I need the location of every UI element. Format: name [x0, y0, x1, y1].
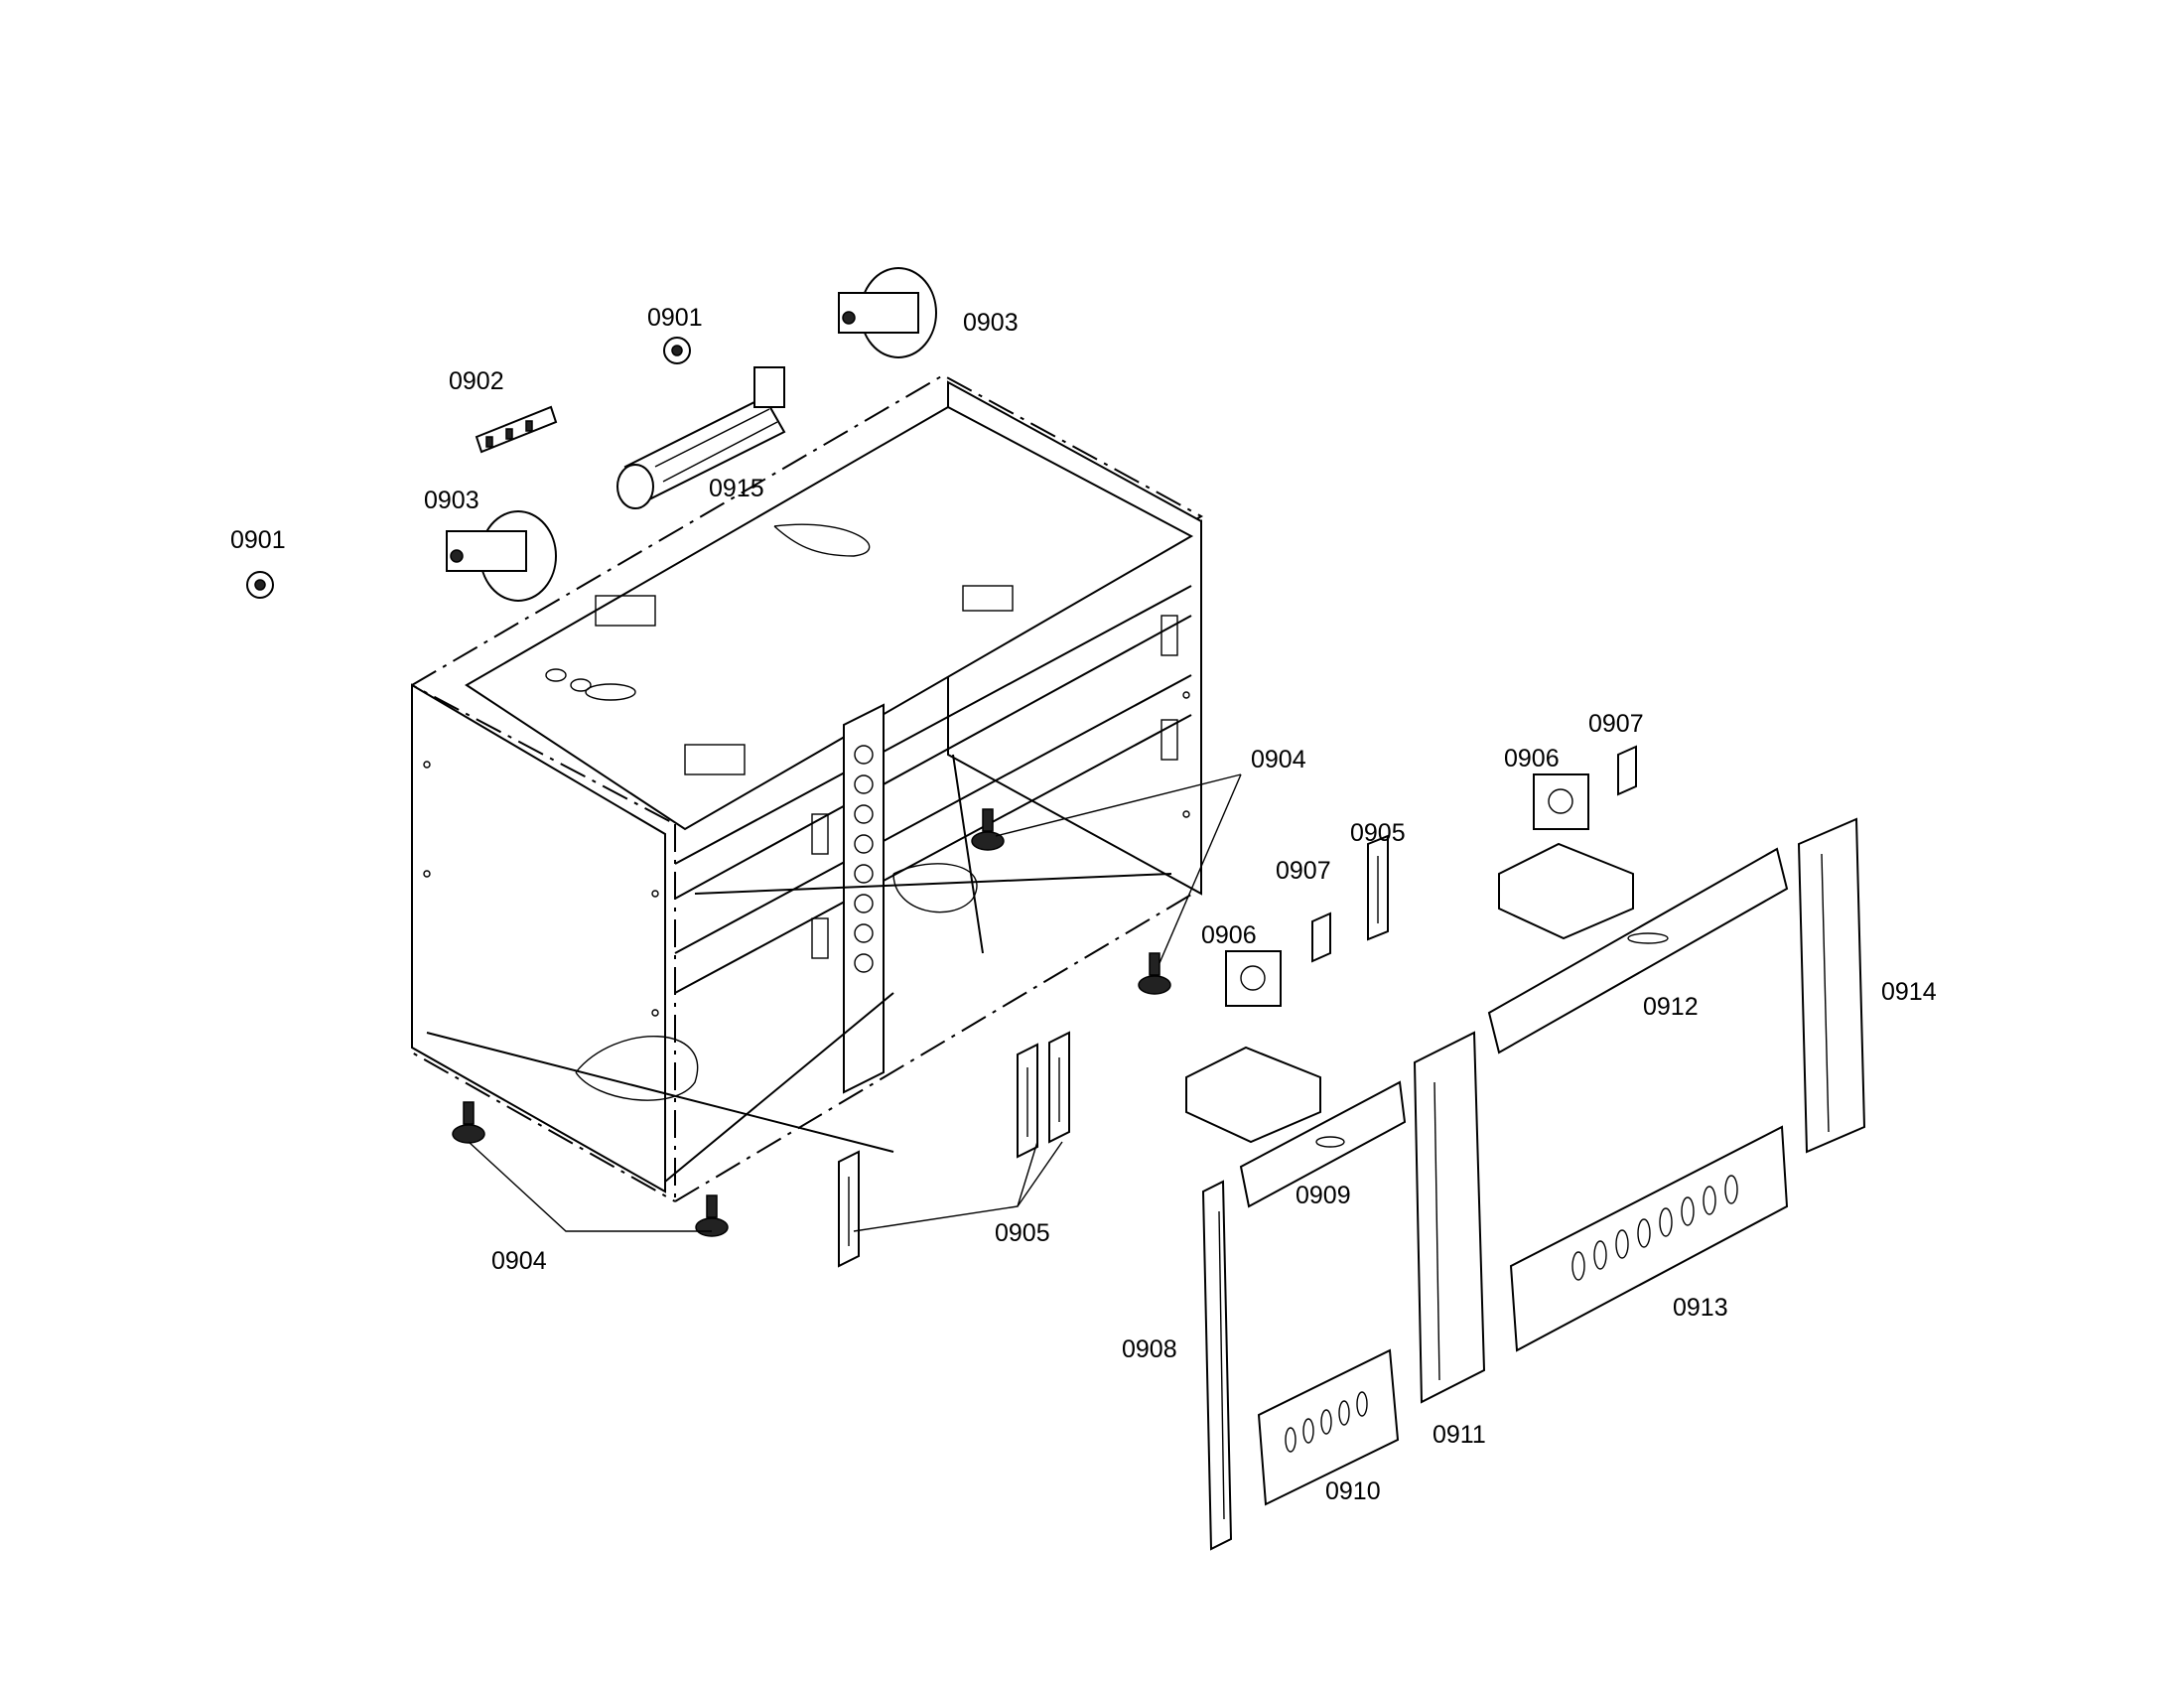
label-0914: 0914 [1881, 978, 1937, 1006]
label-0904-bottom: 0904 [491, 1247, 547, 1275]
label-0907-right: 0907 [1588, 710, 1644, 738]
label-0902: 0902 [449, 367, 504, 395]
leader-lines-0905 [853, 1141, 1063, 1232]
fan-motor-0903 [446, 267, 937, 602]
cabinet-frame [411, 373, 1204, 1202]
label-0903-top: 0903 [963, 309, 1019, 337]
panel-0909 [1239, 1080, 1407, 1208]
label-0912: 0912 [1643, 993, 1699, 1021]
mounting-bracket-0905 [838, 834, 1389, 1268]
label-0901-top: 0901 [647, 304, 703, 332]
panel-0912 [1487, 847, 1789, 1054]
label-0911: 0911 [1433, 1421, 1486, 1449]
label-0905-bottom: 0905 [995, 1219, 1050, 1247]
label-0907-left: 0907 [1276, 857, 1331, 885]
label-0908: 0908 [1122, 1335, 1177, 1363]
leader-lines-0904 [468, 773, 1242, 1232]
sensor-bracket-0907 [1311, 745, 1637, 963]
label-0905-right: 0905 [1350, 819, 1406, 847]
label-0906-left: 0906 [1201, 921, 1257, 949]
panel-0911 [1413, 1031, 1486, 1404]
label-0910: 0910 [1325, 1477, 1381, 1505]
switch-assembly-0906 [1185, 773, 1634, 1144]
panel-0913 [1509, 1125, 1789, 1352]
label-0915: 0915 [709, 475, 764, 502]
leveling-leg-0904 [452, 808, 1171, 1237]
terminal-block-0902 [475, 405, 558, 454]
tangential-blower-0915 [616, 366, 786, 509]
label-0913: 0913 [1673, 1294, 1728, 1322]
label-0901-left: 0901 [230, 526, 286, 554]
label-0906-right: 0906 [1504, 745, 1560, 772]
thermostat-0901 [246, 337, 691, 599]
side-panel-0914 [1797, 817, 1866, 1154]
side-panel-0908 [1201, 1180, 1233, 1551]
label-0903-left: 0903 [424, 487, 479, 514]
label-0904-right: 0904 [1251, 746, 1306, 773]
panel-0910 [1257, 1348, 1400, 1506]
label-0909: 0909 [1296, 1182, 1351, 1209]
